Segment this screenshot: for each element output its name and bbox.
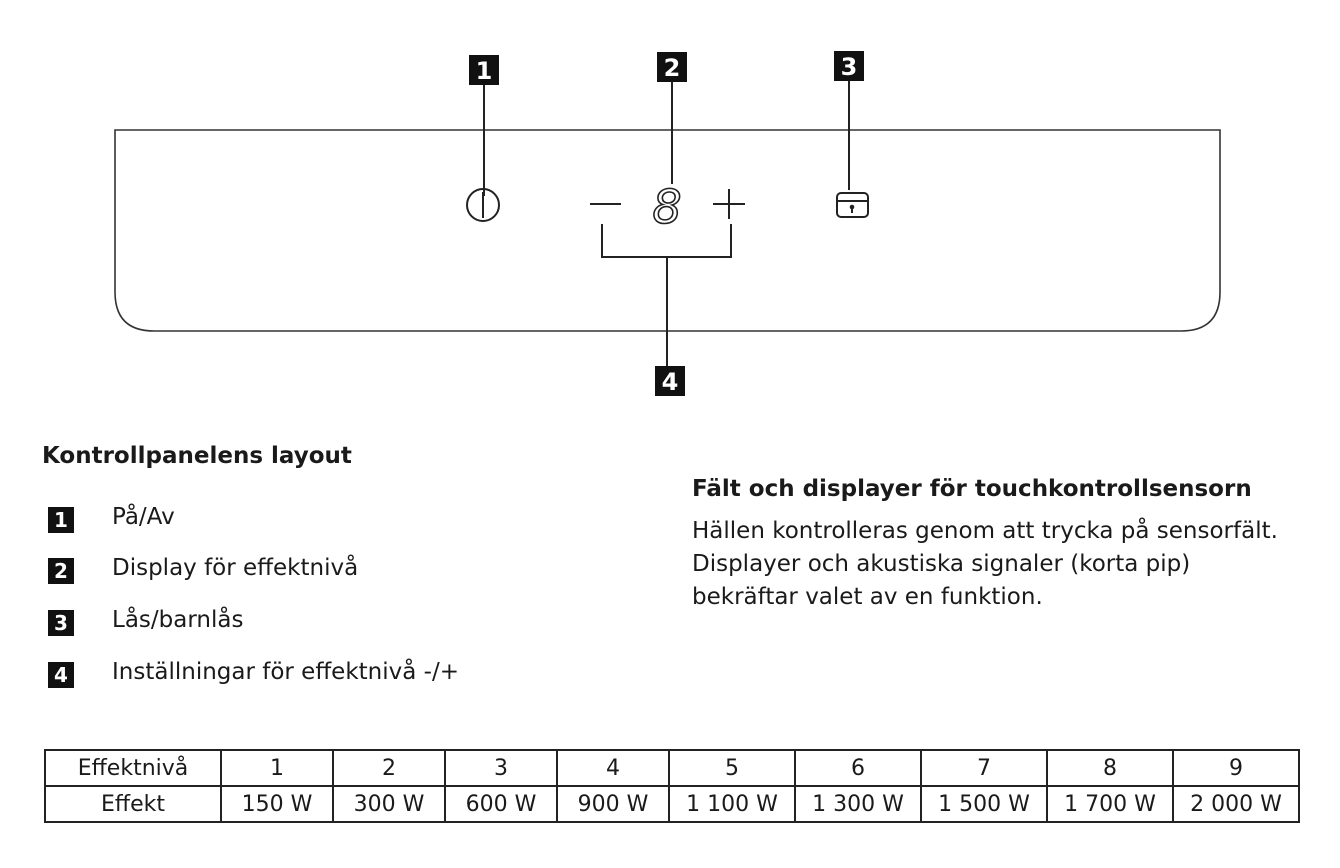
legend-badge: 3 [48, 610, 74, 636]
svg-text:3: 3 [841, 53, 858, 81]
legend-label: Inställningar för effektnivå -/+ [112, 659, 459, 685]
legend-label: Lås/barnlås [112, 607, 244, 633]
table-cell: 5 [668, 749, 796, 787]
table-row-header: Effekt [44, 785, 222, 823]
table-cell: 1 700 W [1046, 785, 1174, 823]
table-cell: 1 [220, 749, 334, 787]
table-cell: 4 [556, 749, 670, 787]
table-cell: 2 000 W [1172, 785, 1300, 823]
table-cell: 1 300 W [794, 785, 922, 823]
control-panel-diagram: 1 2 8 4 3 [114, 51, 1221, 396]
power-icon [466, 188, 500, 222]
legend-item-settings: 4 Inställningar för effektnivå -/+ [48, 656, 459, 688]
table-cell: 7 [920, 749, 1048, 787]
sensor-heading: Fält och displayer för touchkontrollsens… [692, 476, 1252, 502]
callout-4: 4 [655, 366, 685, 396]
legend-label: Display för effektnivå [112, 555, 359, 581]
table-cell: 8 [1046, 749, 1174, 787]
svg-text:2: 2 [664, 54, 681, 82]
lock-icon [836, 192, 869, 218]
svg-text:8: 8 [652, 180, 681, 234]
table-cell: 1 100 W [668, 785, 796, 823]
callout-1: 1 [469, 55, 499, 196]
table-cell: 6 [794, 749, 922, 787]
table-cell: 300 W [332, 785, 446, 823]
display-digit-icon: 8 [652, 179, 683, 235]
table-row-levels: Effektnivå 1 2 3 4 5 6 7 8 9 [44, 749, 1300, 787]
table-cell: 3 [444, 749, 558, 787]
plus-icon [713, 189, 745, 219]
legend-item-power: 1 På/Av [48, 501, 175, 533]
sensor-description: Hällen kontrolleras genom att trycka på … [692, 518, 1278, 610]
legend-badge: 1 [48, 507, 74, 533]
panel-outline [114, 129, 1221, 332]
legend-badge: 2 [48, 558, 74, 584]
callout-2: 2 [657, 52, 687, 184]
legend-badge: 4 [48, 662, 74, 688]
layout-heading: Kontrollpanelens layout [42, 443, 352, 469]
legend-item-display: 2 Display för effektnivå [48, 552, 358, 584]
svg-text:4: 4 [662, 368, 679, 396]
table-cell: 600 W [444, 785, 558, 823]
table-cell: 2 [332, 749, 446, 787]
table-cell: 900 W [556, 785, 670, 823]
table-cell: 1 500 W [920, 785, 1048, 823]
svg-text:1: 1 [476, 57, 493, 85]
table-row-header: Effektnivå [44, 749, 222, 787]
table-cell: 9 [1172, 749, 1300, 787]
legend-item-lock: 3 Lås/barnlås [48, 604, 243, 636]
power-level-table: Effektnivå 1 2 3 4 5 6 7 8 9 Effekt 150 … [44, 749, 1300, 823]
bracket-connector [601, 224, 732, 366]
legend-label: På/Av [112, 504, 175, 530]
table-row-powers: Effekt 150 W 300 W 600 W 900 W 1 100 W 1… [44, 785, 1300, 823]
table-cell: 150 W [220, 785, 334, 823]
callout-3: 3 [834, 51, 864, 190]
